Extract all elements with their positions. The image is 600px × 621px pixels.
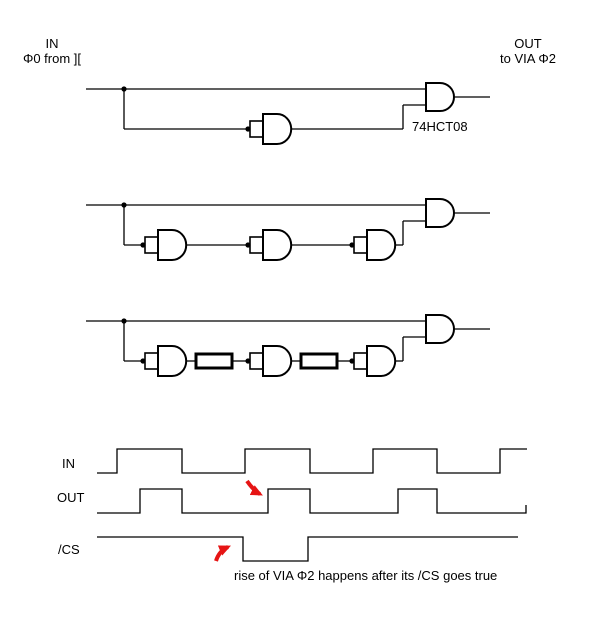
circuit-row-three-gate-delay bbox=[86, 198, 490, 261]
input-signal-name: IN bbox=[45, 36, 59, 51]
waveform-CS bbox=[97, 536, 518, 562]
circuit-row-single-gate-delay bbox=[86, 82, 490, 145]
waveform-IN bbox=[97, 448, 527, 474]
timing-annotation: rise of VIA Φ2 happens after its /CS goe… bbox=[234, 568, 498, 583]
output-header: OUT to VIA Φ2 bbox=[482, 36, 574, 66]
timing-label-in: IN bbox=[62, 456, 75, 471]
output-and-gate bbox=[425, 314, 455, 344]
output-and-gate bbox=[425, 198, 455, 228]
arrow-out-rise-icon bbox=[245, 479, 263, 496]
timing-label-out: OUT bbox=[57, 490, 85, 505]
input-signal-source: Φ0 from ][ bbox=[22, 51, 82, 66]
output-and-gate bbox=[425, 82, 455, 112]
chip-part-label: 74HCT08 bbox=[412, 119, 468, 134]
output-signal-destination: to VIA Φ2 bbox=[500, 51, 556, 66]
circuit-row-three-gate-rc-delay bbox=[86, 314, 490, 377]
arrow-cs-fall-icon bbox=[214, 545, 231, 562]
output-signal-name: OUT bbox=[514, 36, 542, 51]
input-header: IN Φ0 from ][ bbox=[10, 36, 94, 66]
timing-label-cs: /CS bbox=[58, 542, 80, 557]
waveform-OUT bbox=[97, 488, 527, 514]
